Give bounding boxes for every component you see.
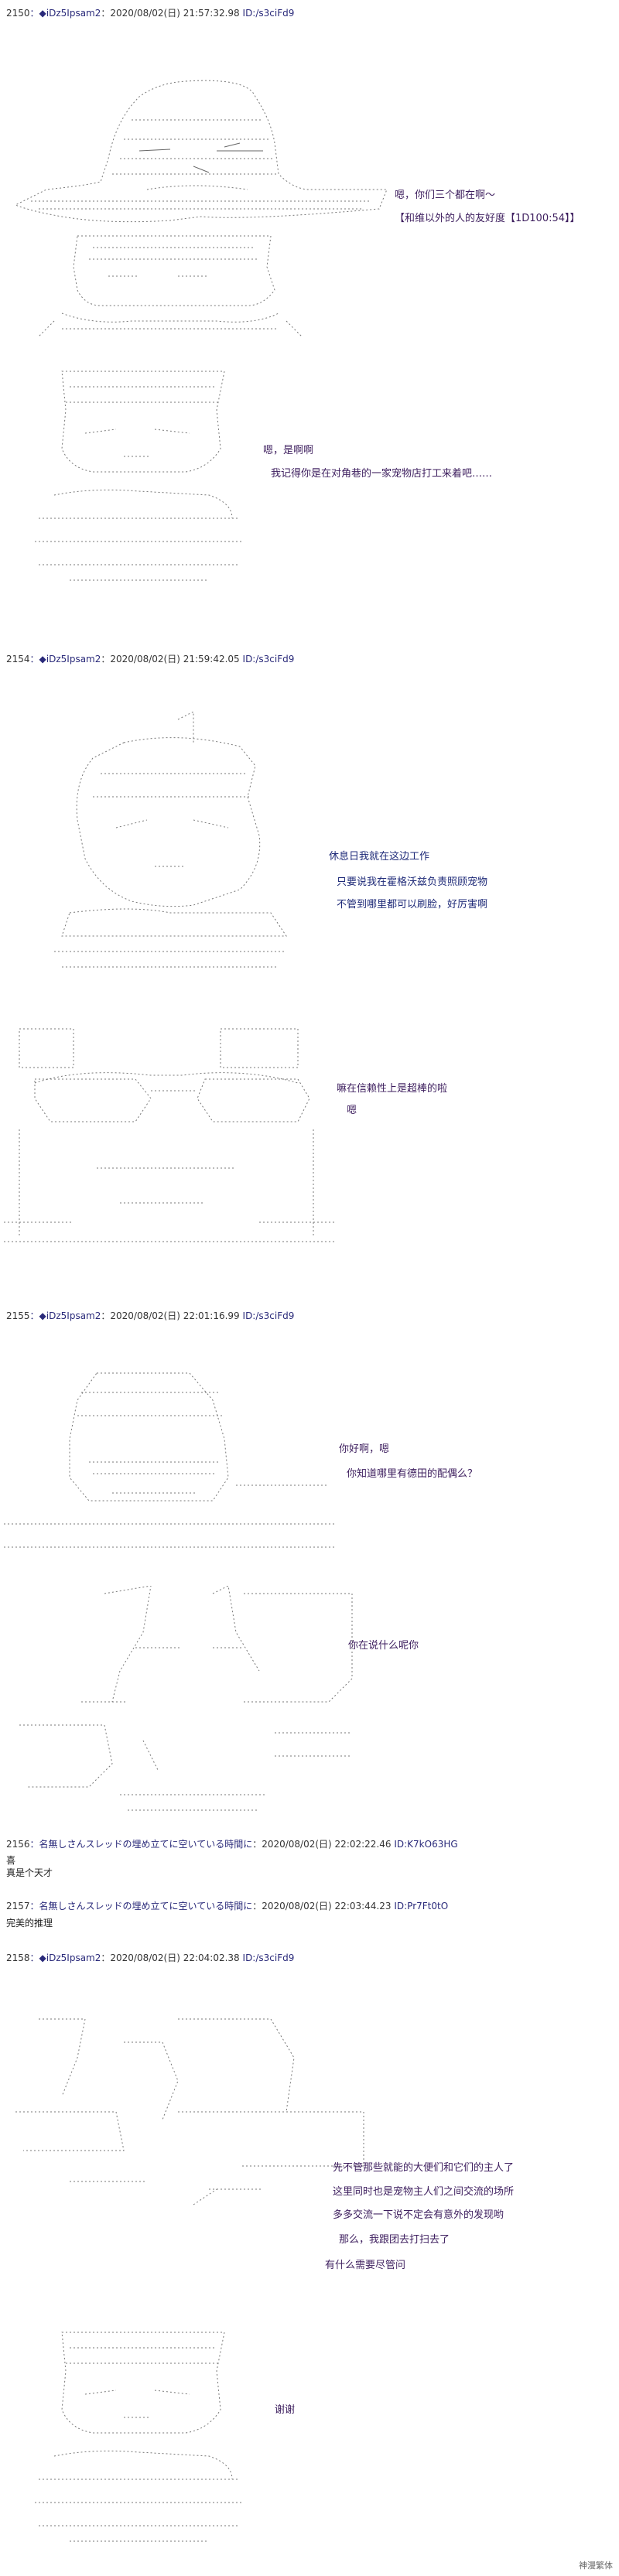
- dialogue-line: 只要说我在霍格沃兹负责照顾宠物: [337, 876, 488, 888]
- dialogue-line: 你知道哪里有德田的配偶么？: [347, 1468, 478, 1480]
- post-header-2154: 2154：◆iDz5Ipsam2：2020/08/02(日) 21:59:42.…: [6, 652, 294, 665]
- reply-line: 喜: [6, 1855, 16, 1866]
- post-header-2157: 2157：名無しさんスレッドの埋め立てに空いている時間に：2020/08/02(…: [6, 1899, 448, 1912]
- ascii-art-figure-glasses: [4, 1021, 337, 1253]
- ascii-art-figure-4: [4, 1369, 337, 1570]
- dialogue-line: 那么，我跟团去打扫去了: [339, 2234, 450, 2246]
- post-header-2150: 2150：◆iDz5Ipsam2：2020/08/02(日) 21:57:32.…: [6, 6, 294, 19]
- post-header-2158: 2158：◆iDz5Ipsam2：2020/08/02(日) 22:04:02.…: [6, 1951, 294, 1964]
- post-name: ：◆iDz5Ipsam2: [29, 654, 101, 664]
- dialogue-line: 嗯，是啊啊: [263, 445, 314, 456]
- post-name: ：◆iDz5Ipsam2: [29, 1310, 101, 1321]
- dialogue-line: 有什么需要尽管问: [325, 2260, 406, 2271]
- dialogue-line: 嗯: [347, 1105, 357, 1116]
- post-date: ：2020/08/02(日) 21:59:42.05: [101, 654, 240, 664]
- post-id[interactable]: ID:Pr7Ft0tO: [394, 1901, 449, 1912]
- post-body-2157: 完美的推理: [6, 1917, 53, 1929]
- post-id[interactable]: ID:/s3ciFd9: [242, 8, 295, 19]
- dialogue-line: 【和维以外的人的友好度【1D100:54】】: [395, 213, 580, 224]
- post-header-2155: 2155：◆iDz5Ipsam2：2020/08/02(日) 22:01:16.…: [6, 1309, 294, 1322]
- post-number[interactable]: 2157: [6, 1901, 30, 1912]
- post-body-2156: 喜 真是个天才: [6, 1854, 53, 1879]
- post-name: ：名無しさんスレッドの埋め立てに空いている時間に: [29, 1901, 253, 1912]
- post-number[interactable]: 2156: [6, 1839, 30, 1850]
- ascii-art-figure-6: [8, 2011, 371, 2212]
- post-id[interactable]: ID:/s3ciFd9: [242, 654, 295, 664]
- ascii-art-figure-5: [12, 1586, 368, 1818]
- dialogue-line: 你好啊，嗯: [339, 1443, 390, 1455]
- post-number[interactable]: 2154: [6, 654, 30, 664]
- post-date: ：2020/08/02(日) 22:02:22.46: [252, 1839, 392, 1850]
- ascii-art-figure-2: [23, 364, 255, 588]
- reply-line: 完美的推理: [6, 1918, 53, 1929]
- post-date: ：2020/08/02(日) 22:04:02.38: [101, 1952, 240, 1963]
- post-header-2156: 2156：名無しさんスレッドの埋め立てに空いている時間に：2020/08/02(…: [6, 1837, 458, 1850]
- post-id[interactable]: ID:K7kO63HG: [394, 1839, 458, 1850]
- post-id[interactable]: ID:/s3ciFd9: [242, 1310, 295, 1321]
- dialogue-line: 先不管那些就能的大便们和它们的主人了: [333, 2162, 515, 2174]
- post-number[interactable]: 2150: [6, 8, 30, 19]
- dialogue-line: 休息日我就在这边工作: [329, 851, 430, 863]
- dialogue-line: 嗯，你们三个都在啊～: [395, 190, 496, 201]
- reply-line: 真是个天才: [6, 1867, 53, 1878]
- post-number[interactable]: 2158: [6, 1952, 30, 1963]
- post-date: ：2020/08/02(日) 21:57:32.98: [101, 8, 240, 19]
- dialogue-line: 嘛在信赖性上是超棒的啦: [337, 1083, 448, 1095]
- watermark: 神漫繁体: [579, 2561, 613, 2571]
- dialogue-line: 我记得你是在对角巷的一家宠物店打工来着吧……: [271, 468, 493, 480]
- ascii-art-figure-3: [39, 712, 302, 975]
- post-name: ：◆iDz5Ipsam2: [29, 1952, 101, 1963]
- dialogue-line: 谢谢: [275, 2404, 296, 2416]
- dialogue-line: 你在说什么呢你: [348, 1640, 419, 1652]
- dialogue-line: 这里同时也是宠物主人们之间交流的场所: [333, 2186, 515, 2198]
- ascii-art-figure-hat: [15, 73, 387, 340]
- post-name: ：◆iDz5Ipsam2: [29, 8, 101, 19]
- dialogue-line: 多多交流一下说不定会有意外的发现哟: [333, 2209, 504, 2221]
- post-date: ：2020/08/02(日) 22:03:44.23: [252, 1901, 392, 1912]
- post-number[interactable]: 2155: [6, 1310, 30, 1321]
- post-date: ：2020/08/02(日) 22:01:16.99: [101, 1310, 240, 1321]
- dialogue-line: 不管到哪里都可以刷脸，好厉害啊: [337, 899, 488, 910]
- post-id[interactable]: ID:/s3ciFd9: [242, 1952, 295, 1963]
- post-name: ：名無しさんスレッドの埋め立てに空いている時間に: [29, 1839, 253, 1850]
- ascii-art-figure-7: [23, 2325, 255, 2549]
